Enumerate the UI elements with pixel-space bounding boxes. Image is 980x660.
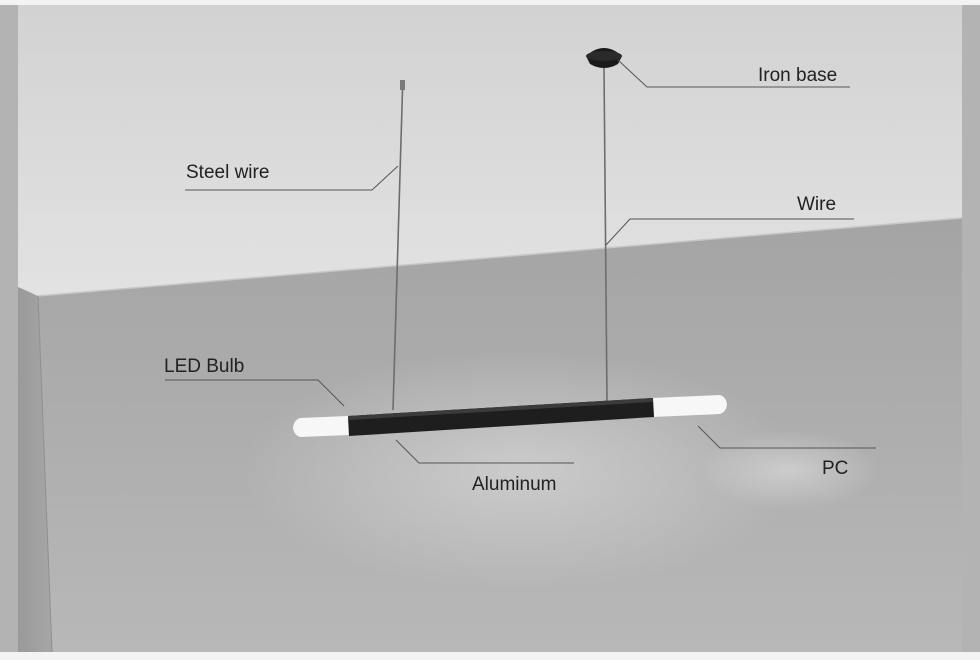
label-led-bulb: LED Bulb (164, 356, 244, 377)
leader-steel-wire (185, 165, 399, 191)
top-strip (0, 0, 980, 5)
leader-pc (697, 425, 876, 449)
pc-cap-right (652, 395, 727, 417)
leader-wire (605, 218, 854, 246)
aluminum-highlight (348, 398, 653, 420)
ceiling-edge (37, 217, 963, 297)
label-aluminum: Aluminum (472, 474, 556, 495)
ceiling (18, 5, 962, 296)
steel-wire (392, 89, 404, 411)
leader-led-bulb (165, 379, 345, 407)
aluminum-body (348, 398, 654, 436)
steel-wire-anchor (400, 80, 405, 90)
label-iron-base: Iron base (758, 65, 837, 86)
power-wire (603, 67, 608, 403)
label-pc: PC (822, 458, 848, 479)
iron-base-rim (586, 51, 622, 61)
bottom-strip (0, 652, 980, 660)
glow-right (700, 430, 880, 510)
label-steel-wire: Steel wire (186, 162, 269, 183)
left-wall (18, 287, 52, 652)
leader-aluminum (395, 439, 574, 464)
led-bulb-left (293, 416, 349, 437)
label-wire: Wire (797, 194, 836, 215)
corner-edge (37, 295, 53, 653)
leader-iron-base (617, 59, 850, 88)
